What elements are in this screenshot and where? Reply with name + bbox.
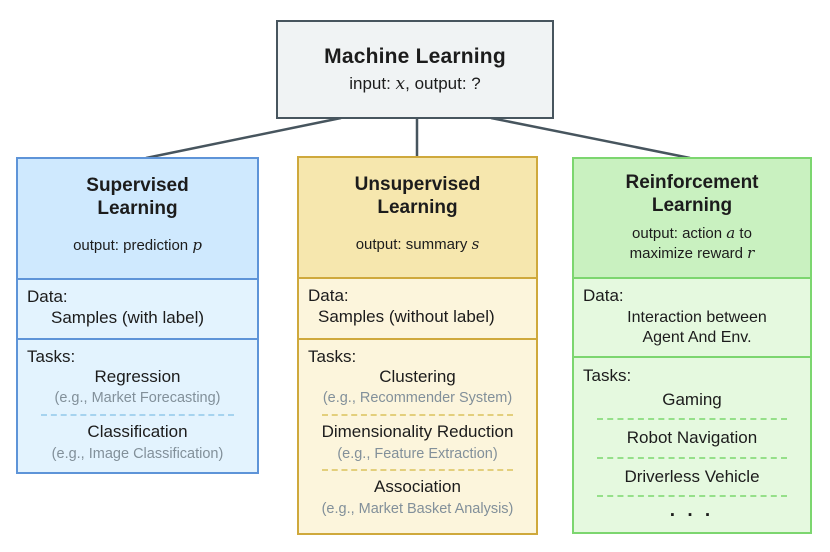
task-example: (e.g., Recommender System) xyxy=(322,390,513,407)
data-value: Samples (with label) xyxy=(51,307,205,327)
task-classification: Classification (e.g., Image Classificati… xyxy=(27,422,248,463)
data-value: Interaction between Agent And Env. xyxy=(627,308,767,346)
math-var-s: s xyxy=(471,235,480,254)
root-subtitle: input: x, output: ? xyxy=(349,74,481,94)
dashed-divider xyxy=(597,456,787,459)
data-label: Data: xyxy=(308,286,349,305)
reinforcement-output-line: output: action a to maximize reward r xyxy=(629,224,755,262)
math-var-p: p xyxy=(192,236,202,255)
unsupervised-output-line: output: summary s xyxy=(355,235,480,254)
connector-supervised xyxy=(145,116,342,160)
supervised-output-line: output: prediction p xyxy=(73,236,202,255)
task-dimensionality-reduction: Dimensionality Reduction (e.g., Feature … xyxy=(308,422,527,463)
math-var-r: r xyxy=(747,243,755,262)
unsupervised-data-section: Data: Samples (without label) xyxy=(299,279,536,340)
tasks-label: Tasks: xyxy=(27,347,76,366)
tasks-label: Tasks: xyxy=(583,366,632,385)
task-example: (e.g., Feature Extraction) xyxy=(337,445,498,462)
task-driverless-vehicle: Driverless Vehicle xyxy=(624,466,760,486)
supervised-title: Supervised Learning xyxy=(86,175,189,220)
supervised-data-section: Data: Samples (with label) xyxy=(18,280,257,340)
task-example: (e.g., Market Forecasting) xyxy=(54,390,221,407)
reinforcement-learning-box: Reinforcement Learning output: action a … xyxy=(572,157,812,534)
reinforcement-data-section: Data: Interaction between Agent And Env. xyxy=(574,279,810,358)
reinforcement-title: Reinforcement Learning xyxy=(625,172,759,217)
supervised-tasks-section: Tasks: Regression (e.g., Market Forecast… xyxy=(18,340,257,472)
dashed-divider xyxy=(41,414,234,417)
unsupervised-tasks-section: Tasks: Clustering (e.g., Recommender Sys… xyxy=(299,340,536,533)
root-title: Machine Learning xyxy=(324,45,506,68)
task-regression: Regression (e.g., Market Forecasting) xyxy=(27,367,248,408)
supervised-header: Supervised Learning output: prediction p xyxy=(18,159,257,280)
task-ellipsis: · · · xyxy=(669,505,715,527)
reinforcement-header: Reinforcement Learning output: action a … xyxy=(574,159,810,279)
data-label: Data: xyxy=(27,287,68,306)
unsupervised-header: Unsupervised Learning output: summary s xyxy=(299,158,536,279)
machine-learning-node: Machine Learning input: x, output: ? xyxy=(276,20,554,119)
supervised-learning-box: Supervised Learning output: prediction p… xyxy=(16,157,259,474)
dashed-divider xyxy=(597,418,787,421)
unsupervised-learning-box: Unsupervised Learning output: summary s … xyxy=(297,156,538,535)
reinforcement-tasks-section: Tasks: Gaming Robot Navigation Driverles… xyxy=(574,358,810,539)
dashed-divider xyxy=(322,469,513,472)
tasks-label: Tasks: xyxy=(308,347,357,366)
dashed-divider xyxy=(322,414,513,417)
task-example: (e.g., Market Basket Analysis) xyxy=(321,500,514,517)
task-example: (e.g., Image Classification) xyxy=(51,445,224,462)
task-clustering: Clustering (e.g., Recommender System) xyxy=(308,367,527,408)
unsupervised-title: Unsupervised Learning xyxy=(354,174,481,219)
task-gaming: Gaming xyxy=(662,390,722,409)
task-robot-navigation: Robot Navigation xyxy=(626,428,758,448)
math-var-a: a xyxy=(726,224,736,243)
connector-reinforcement xyxy=(490,116,691,160)
math-var-x: x xyxy=(395,74,406,94)
data-value: Samples (without label) xyxy=(318,306,495,326)
data-label: Data: xyxy=(583,286,624,305)
dashed-divider xyxy=(597,495,787,498)
task-association: Association (e.g., Market Basket Analysi… xyxy=(308,477,527,518)
